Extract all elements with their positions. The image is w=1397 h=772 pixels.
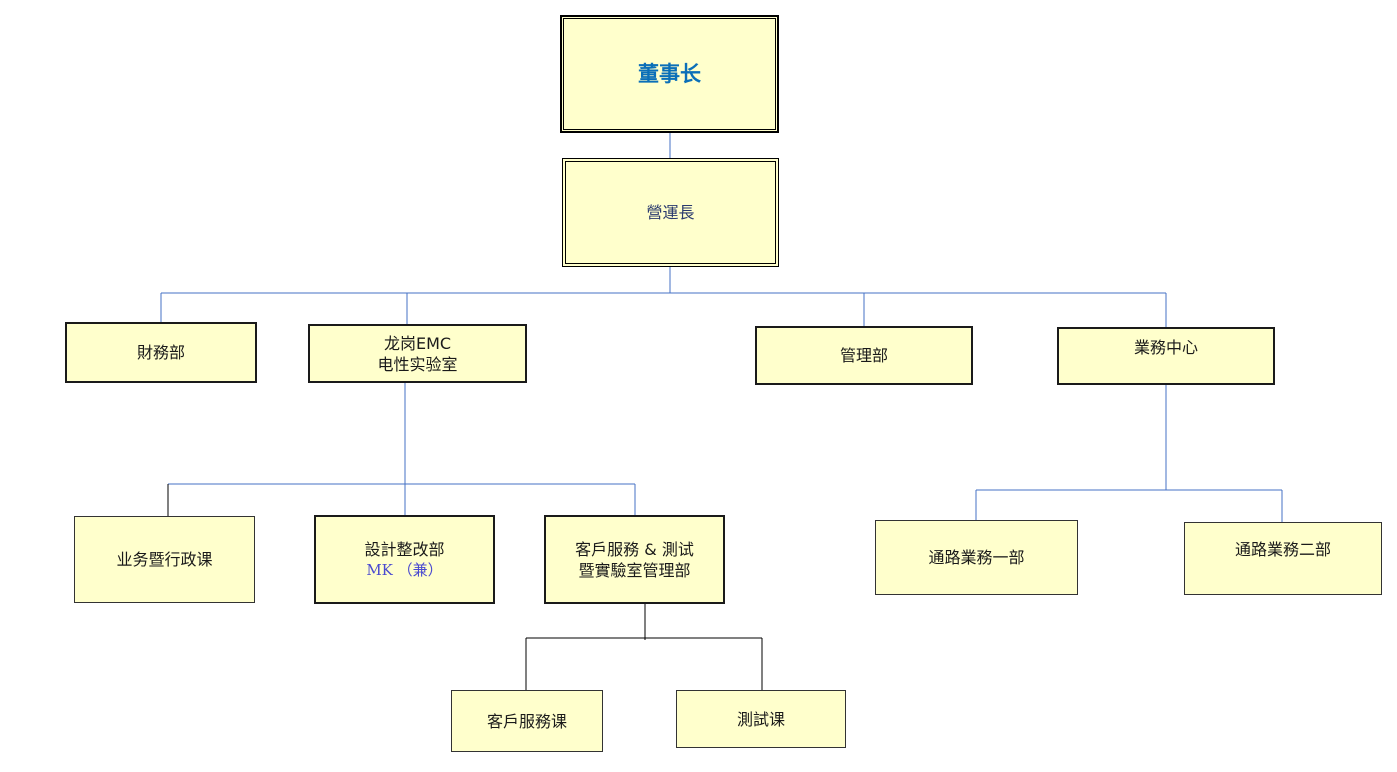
- lab-label-line2: 电性实验室: [377, 354, 458, 374]
- finance-label: 財務部: [136, 343, 185, 362]
- cs-section-label: 客戶服務课: [486, 711, 567, 731]
- lab-box: 龙岗EMC 电性实验室: [308, 324, 527, 383]
- cs-dept-label-line1: 客戶服務 & 測试: [575, 539, 694, 559]
- channel2-label: 通路業務二部: [1234, 540, 1331, 559]
- cs-dept-box: 客戶服務 & 測试 暨實驗室管理部: [544, 515, 725, 604]
- admin-box: 业务暨行政课: [74, 516, 255, 603]
- design-label-line2: MK （兼）: [366, 560, 443, 579]
- coo-box: 營運長: [562, 158, 779, 267]
- test-section-label: 測試课: [736, 709, 785, 729]
- design-label-line1: 設計整改部: [364, 539, 445, 559]
- coo-label: 營運長: [646, 203, 695, 222]
- cs-dept-label-line2: 暨實驗室管理部: [578, 560, 691, 580]
- chairman-box: 董事长: [560, 15, 779, 133]
- design-box: 設計整改部 MK （兼）: [314, 515, 495, 604]
- finance-box: 財務部: [65, 322, 257, 383]
- lab-label-line1: 龙岗EMC: [383, 333, 452, 353]
- business-center-box: 業務中心: [1057, 327, 1275, 385]
- chairman-label: 董事长: [638, 61, 701, 86]
- management-box: 管理部: [755, 326, 973, 385]
- channel1-box: 通路業務一部: [875, 520, 1078, 595]
- business-center-label: 業務中心: [1133, 338, 1198, 357]
- management-label: 管理部: [839, 346, 888, 365]
- channel2-box: 通路業務二部: [1184, 522, 1382, 595]
- admin-label: 业务暨行政课: [116, 550, 213, 569]
- cs-section-box: 客戶服務课: [451, 690, 603, 752]
- channel1-label: 通路業務一部: [928, 548, 1025, 567]
- test-section-box: 測試课: [676, 690, 846, 748]
